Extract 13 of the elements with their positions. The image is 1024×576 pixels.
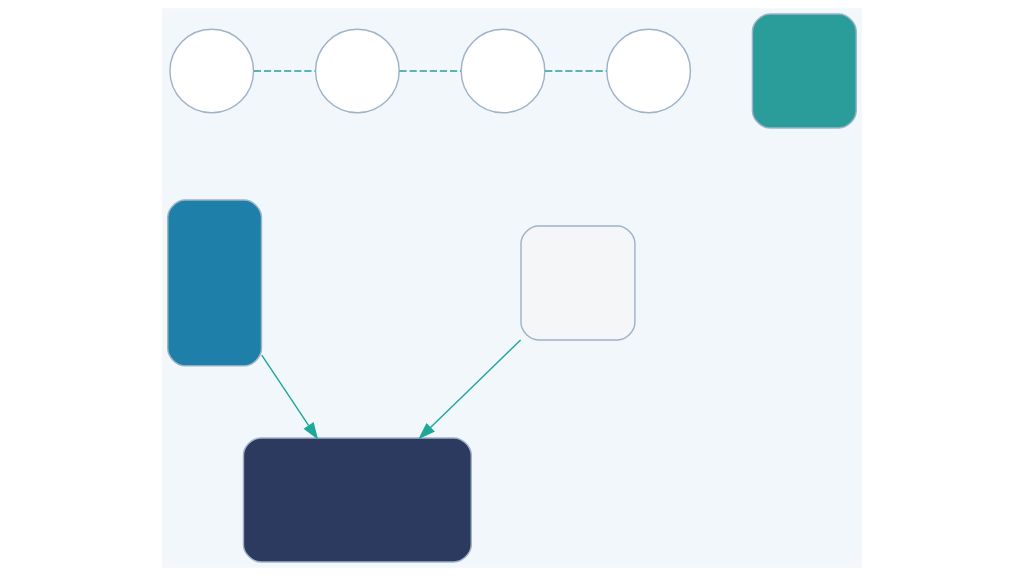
arrow [261,354,319,440]
node-circle [606,28,692,114]
node-box [242,437,472,563]
node-box [751,13,857,129]
node-box [167,199,263,367]
connector [544,70,608,72]
connector [253,70,317,72]
node-circle [169,28,255,114]
node-box [520,225,636,341]
node-circle [460,28,546,114]
arrow [418,339,522,440]
node-circle [314,28,400,114]
connector [398,70,462,72]
